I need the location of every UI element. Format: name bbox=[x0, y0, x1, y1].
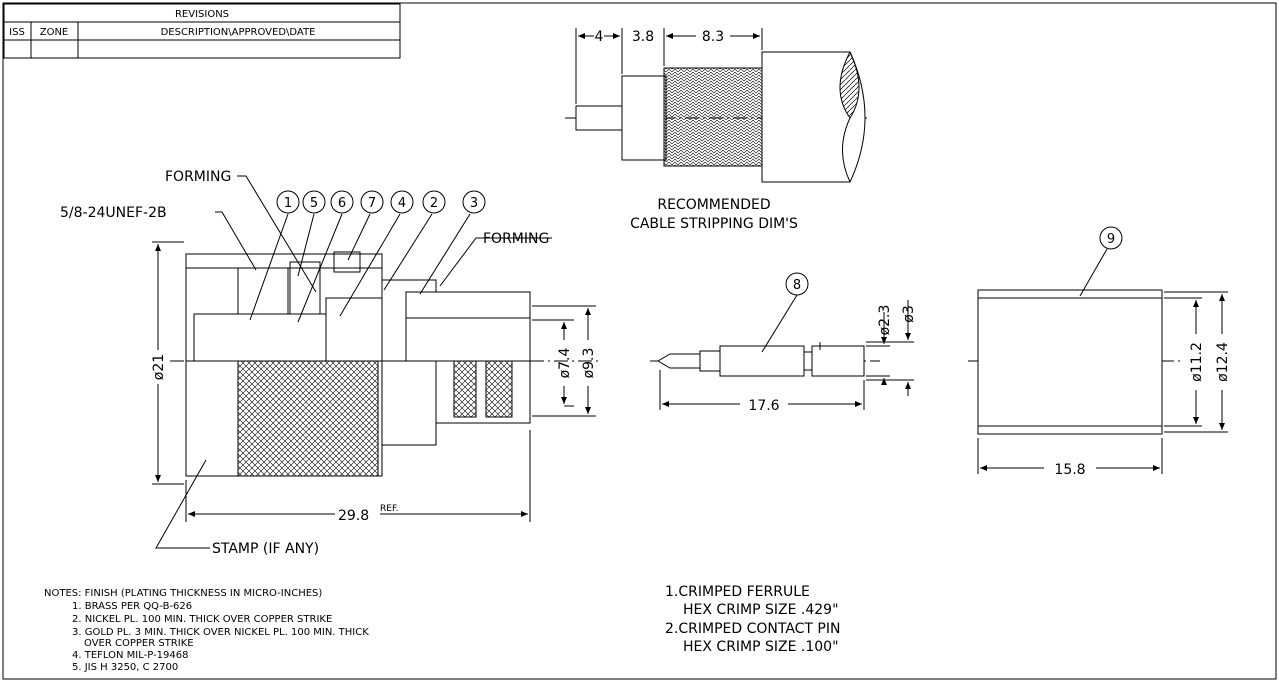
stripping-caption-line2: CABLE STRIPPING DIM'S bbox=[630, 216, 798, 232]
revisions-col-zone: ZONE bbox=[40, 27, 69, 38]
connector-dim-body-dia: ø21 bbox=[151, 354, 167, 380]
stripping-dim-a: 4 bbox=[595, 29, 604, 45]
notes-item: 4. TEFLON MIL-P-19468 bbox=[72, 650, 188, 661]
notes-header: NOTES: FINISH (PLATING THICKNESS IN MICR… bbox=[44, 588, 322, 599]
notes-block: NOTES: FINISH (PLATING THICKNESS IN MICR… bbox=[44, 588, 369, 673]
forming-label-top: FORMING bbox=[165, 169, 231, 185]
cable-stripping-view bbox=[565, 28, 870, 183]
connector-balloon: 3 bbox=[470, 196, 478, 211]
forming-label-right: FORMING bbox=[483, 231, 549, 247]
connector-balloon: 6 bbox=[338, 196, 346, 211]
ferrule-dim-dia-b: ø12.4 bbox=[1215, 342, 1231, 382]
connector-balloon: 5 bbox=[310, 196, 318, 211]
connector-dim-ref: REF. bbox=[380, 504, 399, 514]
crimp-line: HEX CRIMP SIZE .100" bbox=[683, 639, 839, 655]
revisions-col-description: DESCRIPTION\APPROVED\DATE bbox=[161, 27, 316, 38]
stripping-caption-line1: RECOMMENDED bbox=[657, 197, 770, 213]
connector-dim-dia-b: ø9.3 bbox=[581, 348, 597, 379]
revisions-title: REVISIONS bbox=[175, 9, 229, 20]
revisions-col-iss: ISS bbox=[9, 27, 25, 38]
connector-balloon: 1 bbox=[284, 196, 292, 211]
notes-item: 1. BRASS PER QQ-B-626 bbox=[72, 601, 192, 612]
connector-balloon: 4 bbox=[398, 196, 406, 211]
pin-dim-dia-b: ø3 bbox=[901, 305, 917, 322]
crimp-line: HEX CRIMP SIZE .429" bbox=[683, 602, 839, 618]
ferrule-balloon: 9 bbox=[1107, 232, 1115, 247]
crimp-notes: 1.CRIMPED FERRULE HEX CRIMP SIZE .429" 2… bbox=[665, 584, 840, 655]
ferrule-dim-dia-a: ø11.2 bbox=[1189, 342, 1205, 382]
connector-dim-dia-a: ø7.4 bbox=[557, 347, 573, 378]
connector-assembly bbox=[152, 175, 600, 549]
notes-item: 3. GOLD PL. 3 MIN. THICK OVER NICKEL PL.… bbox=[72, 627, 369, 638]
pin-dim-dia-a: ø2.3 bbox=[877, 305, 893, 336]
pin-balloon: 8 bbox=[793, 278, 801, 293]
connector-balloon: 2 bbox=[430, 196, 438, 211]
ferrule-view bbox=[968, 226, 1228, 474]
crimp-line: 1.CRIMPED FERRULE bbox=[665, 584, 810, 600]
stripping-dim-c: 8.3 bbox=[702, 29, 724, 45]
connector-balloon: 7 bbox=[368, 196, 376, 211]
notes-item: 5. JIS H 3250, C 2700 bbox=[72, 662, 178, 673]
notes-item: 2. NICKEL PL. 100 MIN. THICK OVER COPPER… bbox=[72, 614, 332, 625]
notes-item: OVER COPPER STRIKE bbox=[84, 638, 194, 649]
revisions-table: REVISIONS ISS ZONE DESCRIPTION\APPROVED\… bbox=[3, 3, 401, 59]
stamp-label: STAMP (IF ANY) bbox=[212, 541, 319, 557]
connector-dim-length: 29.8 bbox=[338, 508, 369, 524]
stripping-dim-b: 3.8 bbox=[632, 29, 654, 45]
ferrule-dim-length: 15.8 bbox=[1054, 462, 1085, 478]
crimp-line: 2.CRIMPED CONTACT PIN bbox=[665, 621, 840, 637]
pin-dim-length: 17.6 bbox=[748, 398, 779, 414]
contact-pin-view bbox=[650, 272, 914, 410]
thread-label: 5/8-24UNEF-2B bbox=[60, 205, 167, 221]
